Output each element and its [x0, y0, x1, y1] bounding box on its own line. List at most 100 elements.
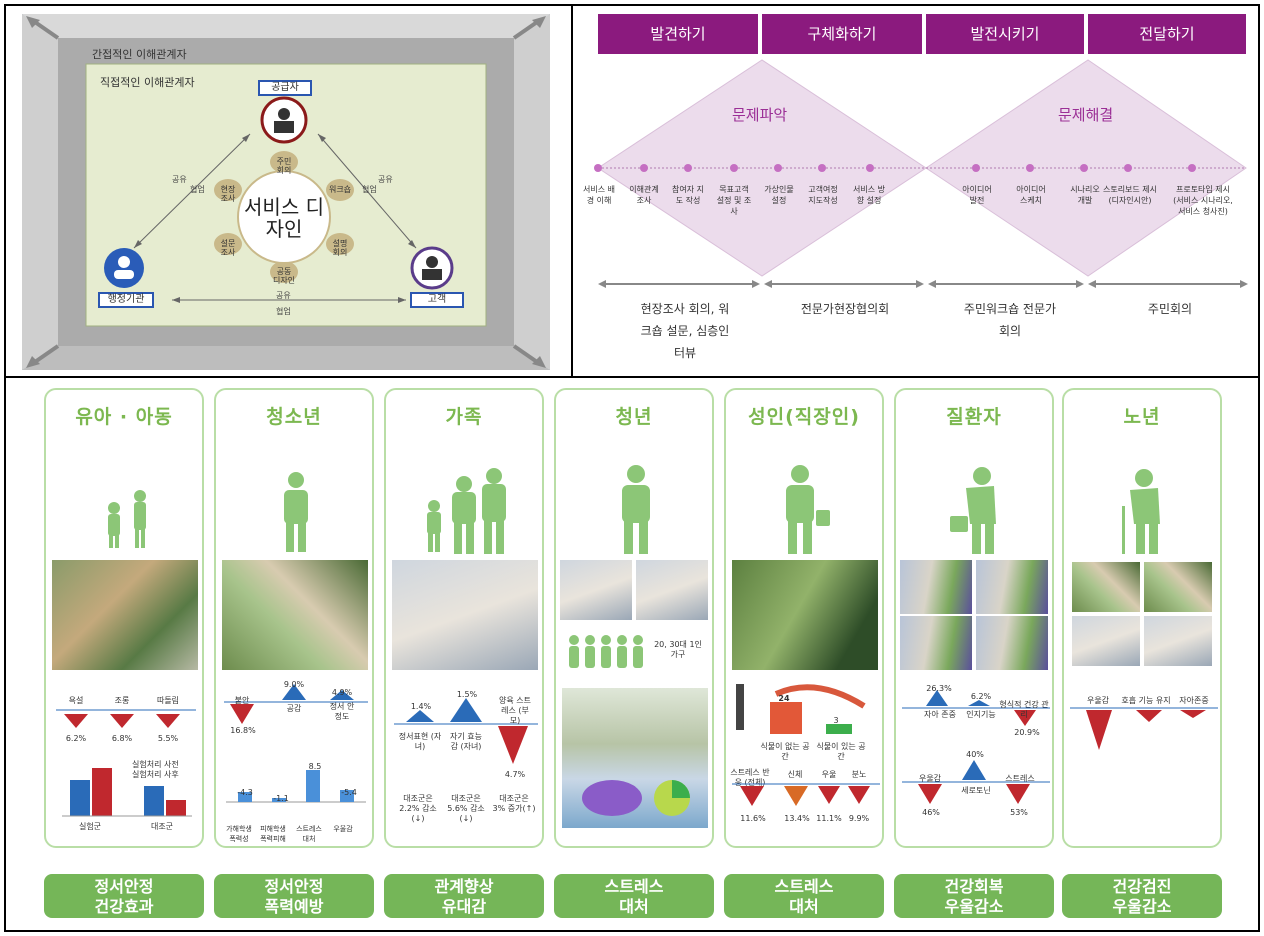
- stat-label: 정서 안정도: [329, 702, 355, 721]
- group-title: 청년: [615, 406, 653, 428]
- activity-photo: [1072, 562, 1140, 612]
- stat-arrows: [224, 684, 368, 724]
- activity-photo: [52, 560, 198, 670]
- group-column-youth: 청소년 불안 공감 정서 안정도 9.0% 4.9% 16.8% -4.3 -1…: [214, 388, 374, 848]
- petal-2: 워크숍: [328, 185, 352, 194]
- edge-bottom-share: 공유: [276, 291, 291, 300]
- divider-vertical: [571, 4, 573, 378]
- step-7: 서비스 방향 설정: [853, 185, 885, 205]
- group-column-family: 가족 1.4% 1.5% 양육 스트레스 (부모) 정서표현 (자녀) 자기 효…: [384, 388, 544, 848]
- group-title: 노년: [1123, 406, 1161, 428]
- stat-value: 1.4%: [410, 702, 432, 711]
- step-9: 아이디어 스케치: [1016, 185, 1046, 205]
- stat-label: 공감: [286, 704, 302, 713]
- stat-value: 16.8%: [230, 726, 256, 735]
- phase-define: 구체화하기: [762, 14, 922, 54]
- petal-3: 설명 회의: [332, 239, 348, 257]
- group-column-senior: 노년 우울감 호흡 기능 유지 자아존중: [1062, 388, 1222, 848]
- chart-label: 식물이 없는 공간: [760, 742, 810, 761]
- petal-5: 설문 조사: [220, 239, 236, 257]
- charts-thumbnail: [582, 780, 690, 816]
- stat-value: 40%: [966, 750, 984, 759]
- stat-label: 호흡 기능 유지: [1121, 696, 1171, 705]
- family-figure-icon: [427, 468, 506, 554]
- stat-value: 11.6%: [740, 814, 766, 823]
- patient-figure-icon: [950, 467, 996, 554]
- chart-value: 24: [778, 694, 790, 703]
- stat-label: 양육 스트레스 (부모): [499, 696, 531, 725]
- stat-arrows: [1070, 707, 1218, 750]
- stat-arrows: [56, 709, 196, 728]
- x-label: 실험군: [78, 822, 102, 831]
- x-label: 우울감: [333, 825, 353, 833]
- group-title: 청소년: [266, 406, 322, 428]
- chart-value: 3: [833, 716, 839, 725]
- bar-chart: [62, 768, 192, 817]
- stat-label: 자아 존중: [924, 710, 956, 719]
- stat-value: 1.5%: [456, 690, 478, 699]
- stat-value: 6.2%: [65, 734, 87, 743]
- agency-tag: 행정기관: [98, 292, 154, 308]
- stat-note: 대조군은 2.2% 감소(↓): [399, 794, 437, 823]
- activity-photo: [392, 560, 538, 670]
- bar-value: -5.4: [341, 788, 357, 797]
- outer-frame: [4, 4, 1260, 932]
- stat-value: 13.4%: [784, 814, 810, 823]
- stat-label: 세로토닌: [961, 786, 991, 795]
- stat-note: 대조군은 5.6% 감소(↓): [447, 794, 485, 823]
- stat-arrows-top: [902, 690, 1050, 726]
- stat-label: 우울: [821, 770, 837, 779]
- stat-label: 우울감: [1086, 696, 1110, 705]
- stress-chart: [736, 684, 866, 734]
- stat-label: 스트레스: [1005, 774, 1035, 783]
- bar-value: -4.3: [237, 788, 253, 797]
- bar-value: -1.1: [273, 794, 289, 803]
- stat-value: 46%: [922, 808, 940, 817]
- x-label: 대조군: [150, 822, 174, 831]
- stat-label: 정서표현 (자녀): [398, 732, 442, 751]
- stat-label: 자기 효능감 (자녀): [450, 732, 482, 751]
- activity-photo: [976, 616, 1048, 670]
- senior-figure-icon: [1122, 469, 1160, 554]
- young-adult-figure-icon: [622, 465, 650, 554]
- method-3: 주민워크숍 전문가회의: [963, 302, 1057, 338]
- method-4: 주민회의: [1147, 302, 1193, 316]
- stat-label: 우울감: [918, 774, 942, 783]
- stat-label: 조롱: [114, 696, 130, 705]
- activity-photo: [1144, 616, 1212, 666]
- group-title: 질환자: [946, 406, 1002, 428]
- activity-photo: [732, 560, 878, 670]
- step-4: 목표고객 설정 및 조사: [716, 185, 752, 216]
- stat-arrows-bottom: [902, 760, 1050, 804]
- diamond-problem-solve: 문제해결: [1058, 106, 1114, 124]
- method-1: 현장조사 회의, 워크숍 설문, 심층인터뷰: [640, 302, 730, 360]
- step-12: 프로토타입 제시 (서비스 시나리오, 서비스 청사진): [1173, 185, 1233, 216]
- phase-discover: 발견하기: [598, 14, 758, 54]
- petal-6: 현장 조사: [220, 185, 236, 203]
- stat-label: 욕설: [68, 696, 84, 705]
- step-1: 서비스 배경 이해: [583, 185, 615, 205]
- step-10: 시나리오 개발: [1070, 185, 1100, 205]
- petal-4: 공동 디자인: [272, 267, 296, 285]
- edge-bottom-collab: 협업: [276, 307, 291, 316]
- step-6: 고객여정 지도작성: [808, 185, 838, 205]
- phase-develop: 발전시키기: [926, 14, 1084, 54]
- stat-label: 불안: [234, 696, 250, 705]
- petal-1: 주민 회의: [276, 157, 292, 175]
- stat-value: 4.7%: [504, 770, 526, 779]
- provider-tag: 공급자: [258, 80, 312, 96]
- edge-left-collab: 협업: [190, 185, 205, 194]
- bar-value: 8.5: [308, 762, 322, 771]
- stat-label: 인지기능: [966, 710, 996, 719]
- stat-label: 신체: [787, 770, 803, 779]
- diamond-problem-identify: 문제파악: [732, 106, 788, 124]
- stat-label: 스트레스 반응 (전체): [730, 768, 770, 787]
- edge-right-collab: 협업: [362, 185, 377, 194]
- stat-value: 4.9%: [331, 688, 353, 697]
- step-2: 이해관계 조사: [629, 185, 659, 205]
- teen-figure-icon: [284, 472, 308, 552]
